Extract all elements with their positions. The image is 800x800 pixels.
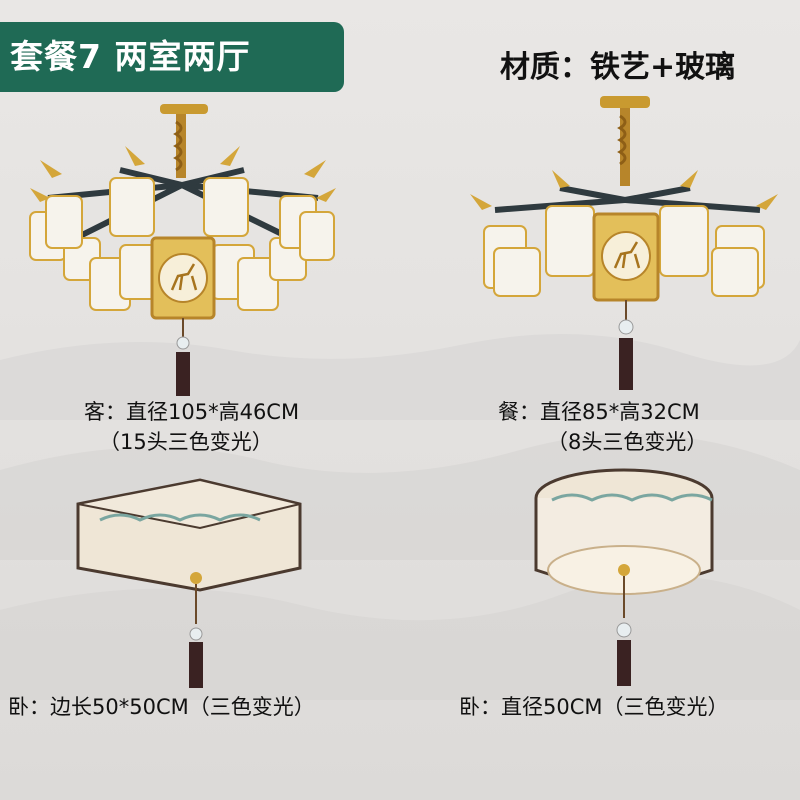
living-size-caption: 客：直径105*高46CM [84, 400, 300, 424]
bedroom-square-caption: 卧：边长50*50CM（三色变光） [8, 695, 315, 719]
dining-size-caption: 餐：直径85*高32CM [498, 400, 700, 424]
material-label: 材质：铁艺+玻璃 [500, 50, 736, 85]
living-light-caption: （15头三色变光） [99, 430, 273, 454]
package-title-banner: 套餐7 两室两厅 [0, 22, 344, 92]
bedroom-round-caption: 卧：直径50CM（三色变光） [459, 695, 729, 719]
dining-light-caption: （8头三色变光） [547, 430, 708, 454]
